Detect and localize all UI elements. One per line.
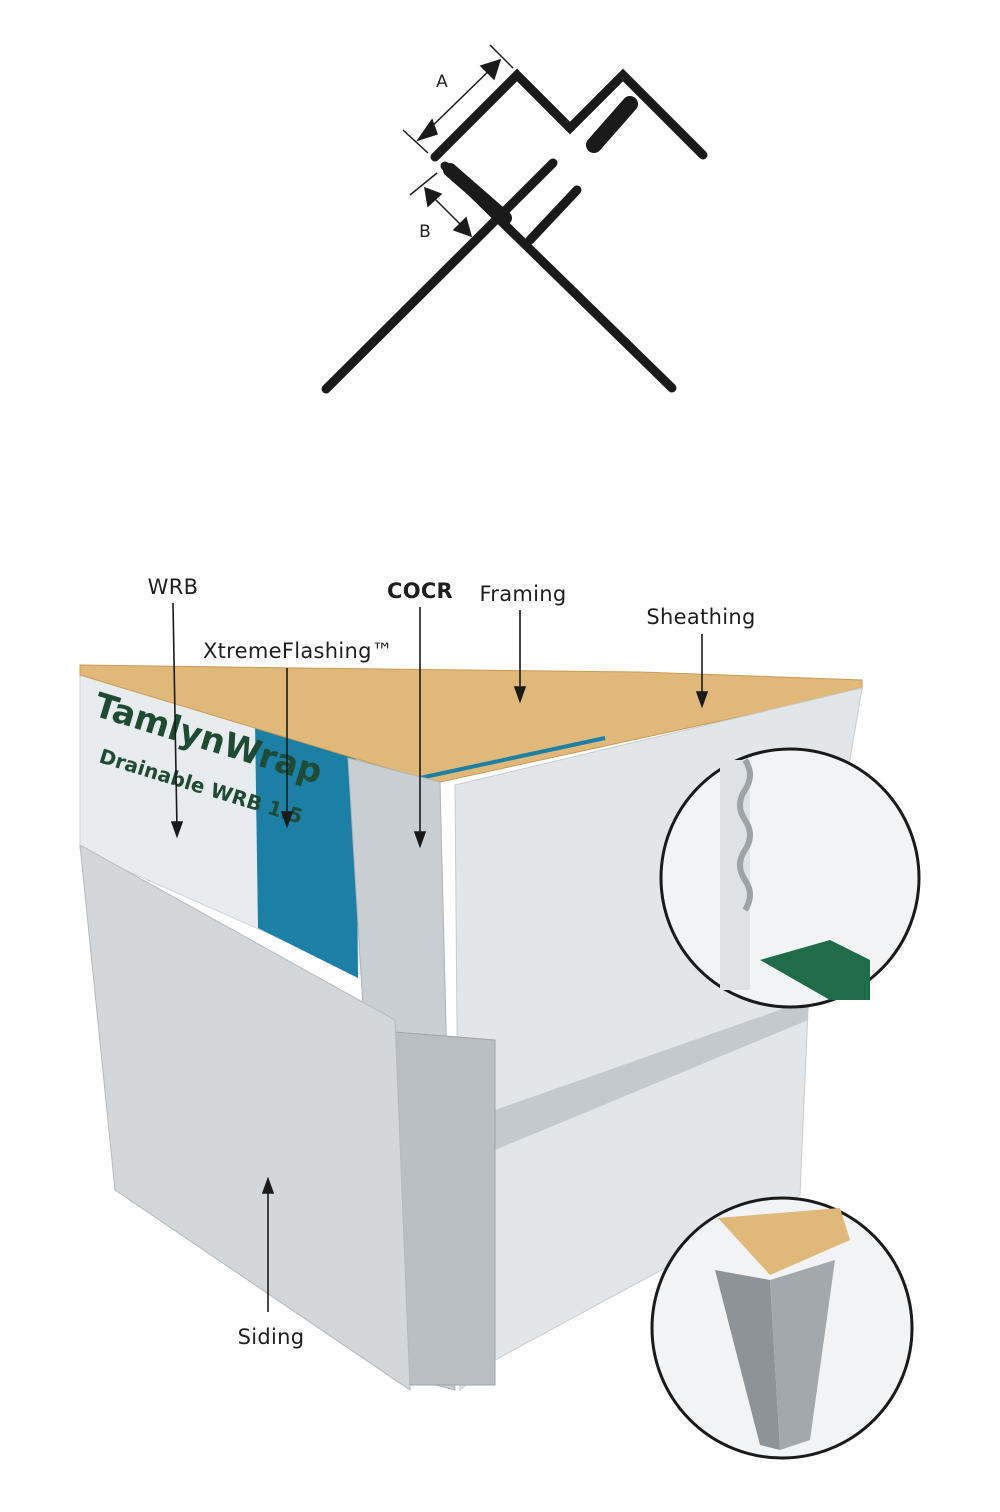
callout-arrows [170,602,709,1312]
profile-lower-branch [525,185,582,245]
left-siding-face [79,844,411,1391]
dimension-label-b: B [419,222,431,242]
callout-wrb: WRB [147,575,199,599]
profile-web [443,163,512,225]
dimension-label-a: A [436,72,448,92]
xtremeflashing-strip [255,722,358,978]
callout-siding: Siding [237,1325,305,1349]
callout-xtremeflashing: XtremeFlashing™ [202,639,394,663]
detail-circle-sealant [659,747,921,1009]
profile-shape [321,68,708,394]
horizontal-joint-trim [495,1000,808,1150]
sheathing-blue-edge [419,736,606,780]
callout-cocr: COCR [386,579,454,603]
caulk-gun-icon [760,940,870,1000]
profile-lower-left-leg [321,158,558,394]
profile-upper-tail [586,96,638,153]
profile-upper-leg [430,68,708,162]
callout-framing: Framing [479,582,567,606]
dimension-b [409,172,473,238]
detail-circle-corner [650,1196,914,1460]
callout-sheathing: Sheathing [646,605,756,629]
corner-illustration: TamlynWrap Drainable WRB 1.5 [79,664,921,1460]
dimension-a [402,44,514,154]
